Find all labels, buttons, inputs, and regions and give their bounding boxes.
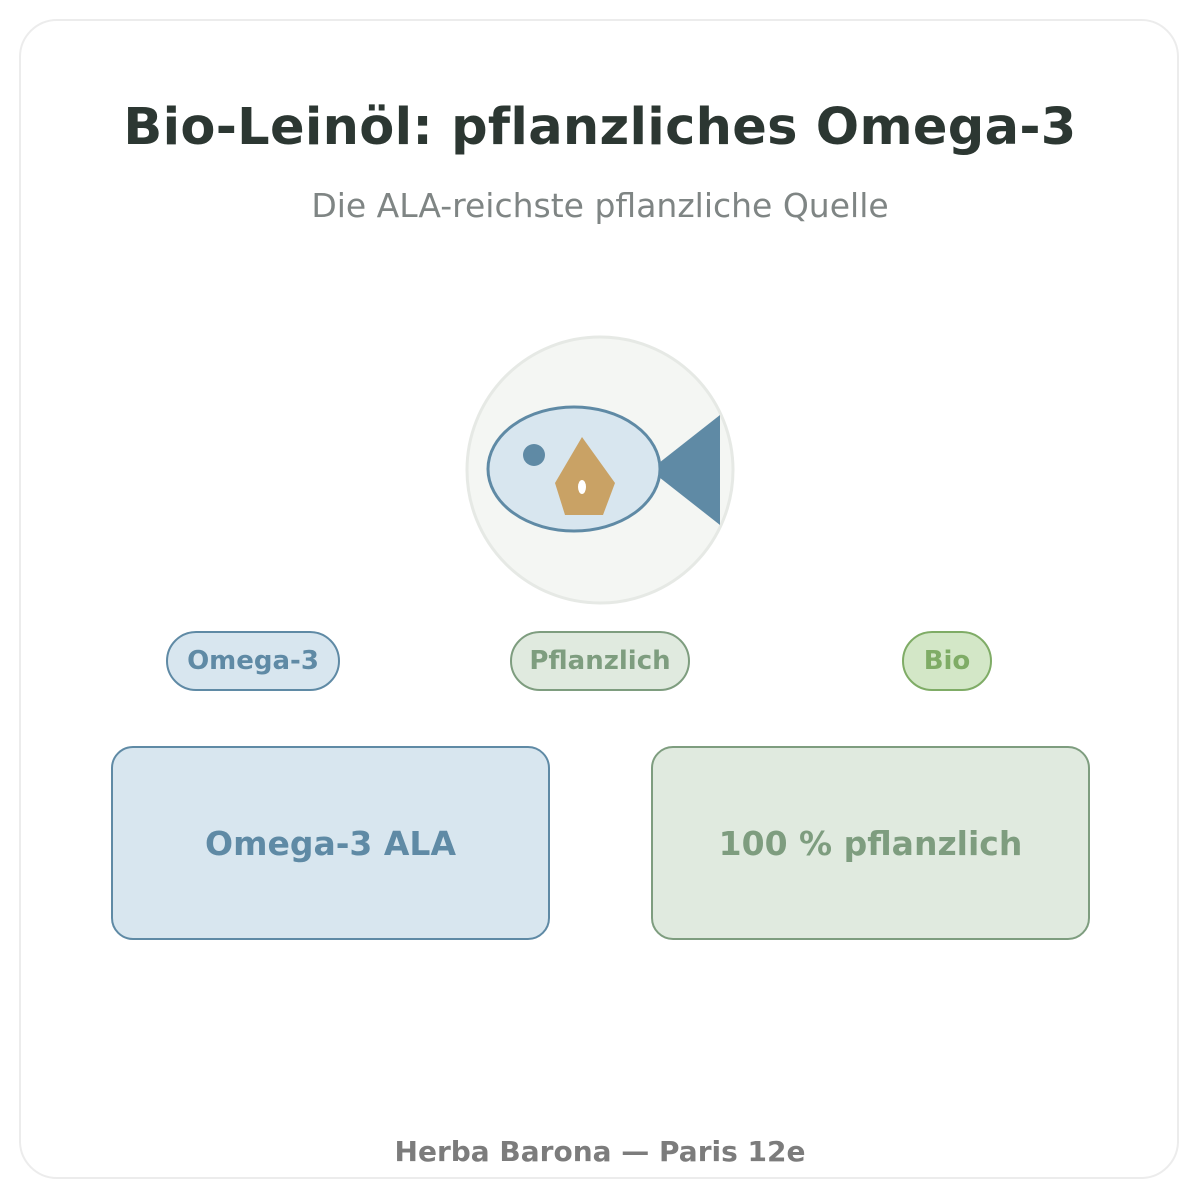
flax-seed xyxy=(555,437,615,515)
seed-highlight xyxy=(578,480,586,494)
badge-bio: Bio xyxy=(902,631,992,691)
highlight-omega-ala: Omega-3 ALA xyxy=(111,746,550,940)
page-subtitle: Die ALA-reichste pflanzliche Quelle xyxy=(311,186,889,225)
emblem xyxy=(465,335,735,605)
fish-tail xyxy=(650,415,720,525)
highlight-plant-based: 100 % pflanzlich xyxy=(651,746,1090,940)
fish-with-seed-icon xyxy=(465,335,735,605)
badge-omega-3: Omega-3 xyxy=(166,631,340,691)
footer-text: Herba Barona — Paris 12e xyxy=(394,1135,806,1168)
page-title: Bio-Leinöl: pflanzliches Omega-3 xyxy=(123,98,1077,157)
badge-pflanzlich: Pflanzlich xyxy=(510,631,690,691)
fish-eye xyxy=(523,444,545,466)
